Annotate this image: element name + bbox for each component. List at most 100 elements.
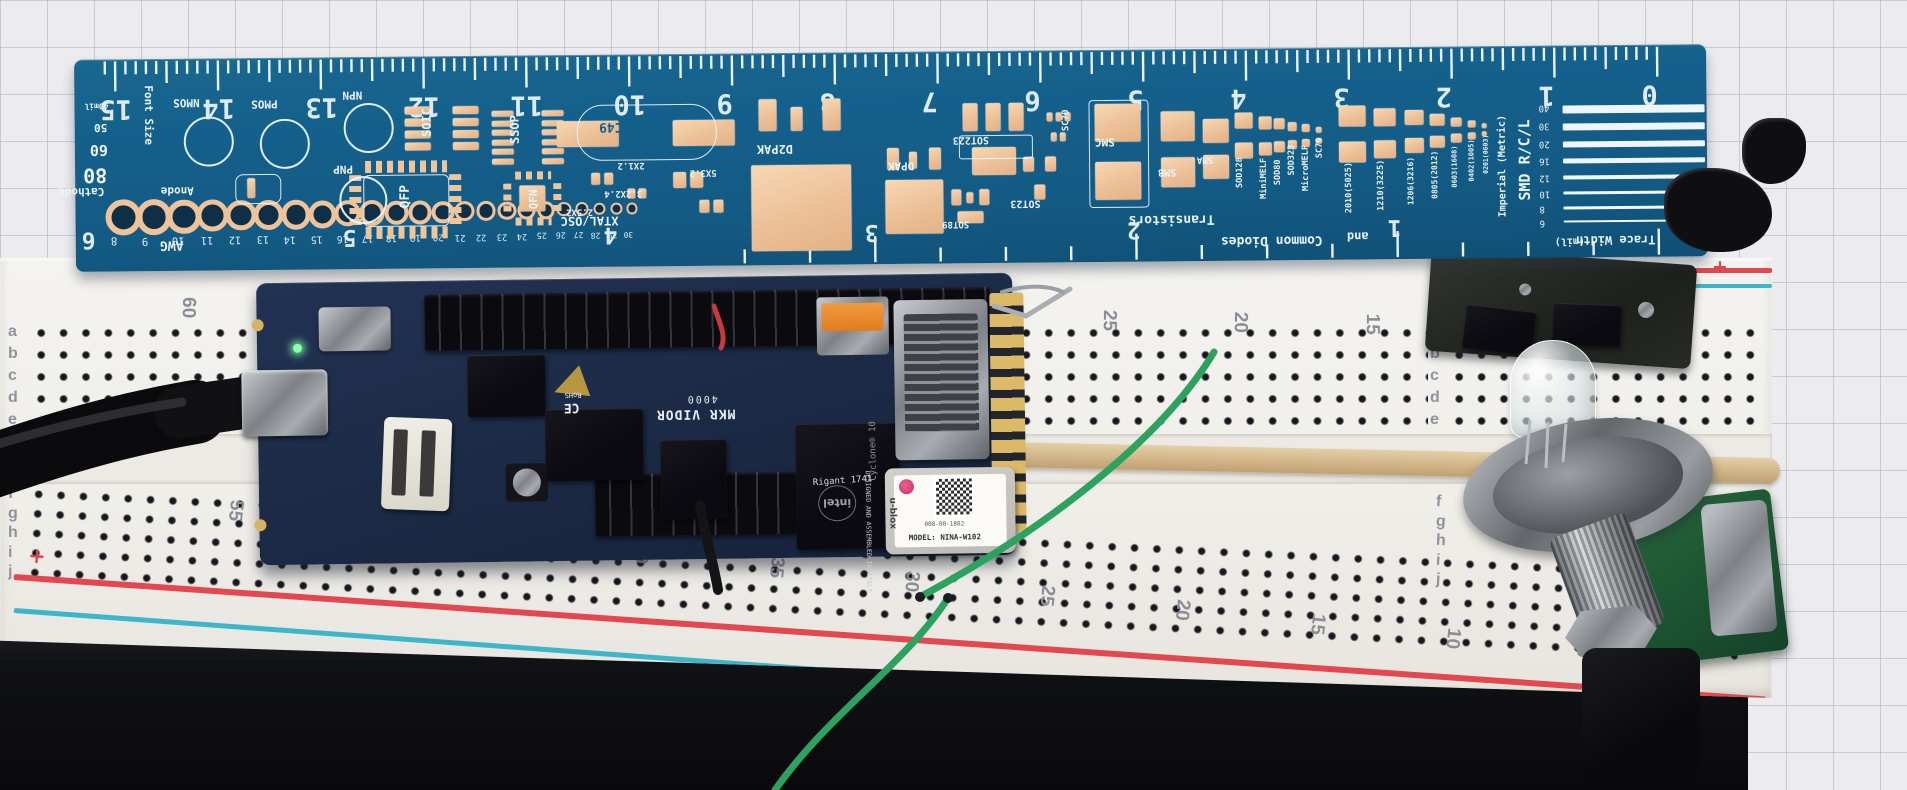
power-rail-blue-top (1678, 284, 1772, 288)
ruler-label-trace: Trace Width (1576, 232, 1656, 248)
reset-button (505, 463, 549, 502)
plus-sign-top: + (1712, 256, 1728, 278)
ruler-cm-number: 7 (921, 85, 939, 117)
copper-pad (790, 106, 803, 131)
copper-pad (885, 179, 944, 235)
copper-pad (966, 192, 974, 204)
ruler-label-pmos: PMOS (251, 97, 278, 111)
awg-hole (281, 199, 311, 230)
row-letter: d (1430, 389, 1440, 406)
ruler-label-nmos: NMOS (173, 96, 200, 110)
ruler-cm-number: 13 (304, 91, 338, 123)
hdmi-connector (816, 296, 890, 356)
sdram-chip (544, 407, 644, 482)
copper-pad (985, 102, 1001, 132)
column-number: 30 (900, 570, 924, 594)
copper-pad (1301, 123, 1310, 133)
column-number: 20 (1170, 598, 1194, 622)
transistor-symbol (339, 175, 388, 225)
row-letter: i (1435, 551, 1441, 569)
encoder-base (1582, 648, 1700, 790)
row-letter: g (8, 504, 18, 522)
row-letter: h (8, 524, 18, 541)
column-number: 25 (1035, 584, 1059, 608)
copper-pad (1338, 105, 1366, 127)
awg-number: 9 (141, 234, 149, 249)
ruler-label-z1206: 1206(3216) (1406, 156, 1416, 206)
awg-number: 27 (573, 230, 584, 241)
footprint-outline (576, 103, 718, 162)
copper-pad (1050, 132, 1057, 142)
awg-hole (626, 202, 638, 215)
ruler-label-s50: 50 (93, 121, 108, 135)
module-model: MODEL: NINA-W102 (908, 532, 981, 543)
copper-pad (1258, 116, 1272, 130)
awg-hole (476, 201, 496, 221)
copper-pad (452, 129, 479, 139)
copper-pad (1044, 156, 1057, 172)
ruler-inch-number: 6 (81, 226, 96, 253)
ruler-label-sot223: SOT223 (952, 134, 989, 146)
copper-pad (751, 164, 852, 252)
awg-number: 8 (110, 234, 118, 248)
ruler-clip (1742, 118, 1806, 184)
ruler-label-x3224: 3.2X2.4 (604, 187, 643, 199)
transistor-symbol (183, 116, 235, 167)
copper-pad (1046, 112, 1053, 122)
copper-pad (962, 103, 978, 132)
module-code: 008-00-1802 (924, 520, 965, 528)
copper-pad (1404, 137, 1424, 154)
rohs-mark: RoHS (564, 390, 582, 399)
row-letter: b (1430, 345, 1440, 362)
castellated-hole (251, 319, 264, 332)
board-title-line1: MKR VIDOR (655, 405, 736, 422)
copper-pad (758, 99, 777, 132)
ruler-label-smb: SMB (1158, 166, 1177, 178)
metal-can-component (318, 306, 392, 352)
transistor-symbol (259, 118, 311, 170)
ruler-inch-number: 3 (864, 219, 880, 246)
copper-pad (1202, 118, 1229, 144)
ruler-label-x212: 2X1.2 (617, 159, 645, 171)
pin-stripe (449, 174, 462, 225)
ruler-label-hc49: HC49 (598, 119, 631, 135)
column-number: 10 (1441, 626, 1465, 651)
ruler-label-smc: SMC (1094, 135, 1115, 149)
ruler-label-awg: AWG (159, 237, 184, 253)
trace-width-line (1562, 104, 1705, 114)
awg-number: 11 (200, 234, 214, 247)
intel-logo: intel (817, 484, 857, 522)
awg-number: 30 (623, 230, 633, 240)
ruler-label-font_size: Font Size (141, 85, 156, 145)
ruler-label-z1210: 1210(3225) (1375, 159, 1387, 211)
row-letter: j (8, 563, 13, 580)
copper-pad (604, 172, 614, 185)
battery-connector (380, 416, 453, 512)
row-letter: d (8, 389, 18, 406)
trace-width-number: 10 (1539, 188, 1551, 199)
castellated-hole (254, 519, 267, 532)
awg-number: 26 (555, 230, 566, 241)
support-chip (660, 438, 728, 520)
ruler-label-z0402: 0402(1005) (1467, 139, 1476, 182)
ruler-clip (1664, 168, 1772, 252)
row-letter: c (8, 367, 17, 384)
plus-sign-bottom: + (27, 543, 47, 569)
copper-pad (1059, 132, 1066, 142)
copper-pad (699, 199, 710, 213)
ruler-label-dpak: DPAK (887, 159, 915, 173)
ruler-label-smd_sub: Imperial (Metric) (1496, 114, 1509, 218)
trace-width-number: 6 (1539, 217, 1546, 228)
copper-pad (452, 141, 479, 151)
made-in-text: DESIGNED AND ASSEMBLED IN ITALY (863, 470, 874, 593)
ublox-brand: u-blox (887, 497, 898, 530)
copper-pad (928, 147, 942, 170)
column-number: 60 (177, 296, 200, 319)
copper-pad (404, 142, 431, 151)
copper-pad (591, 172, 601, 185)
copper-pad (452, 117, 479, 127)
ruler-label-z2010: 2010(5025) (1343, 161, 1355, 214)
row-letter: a (8, 323, 17, 340)
awg-number: 16 (336, 233, 349, 245)
